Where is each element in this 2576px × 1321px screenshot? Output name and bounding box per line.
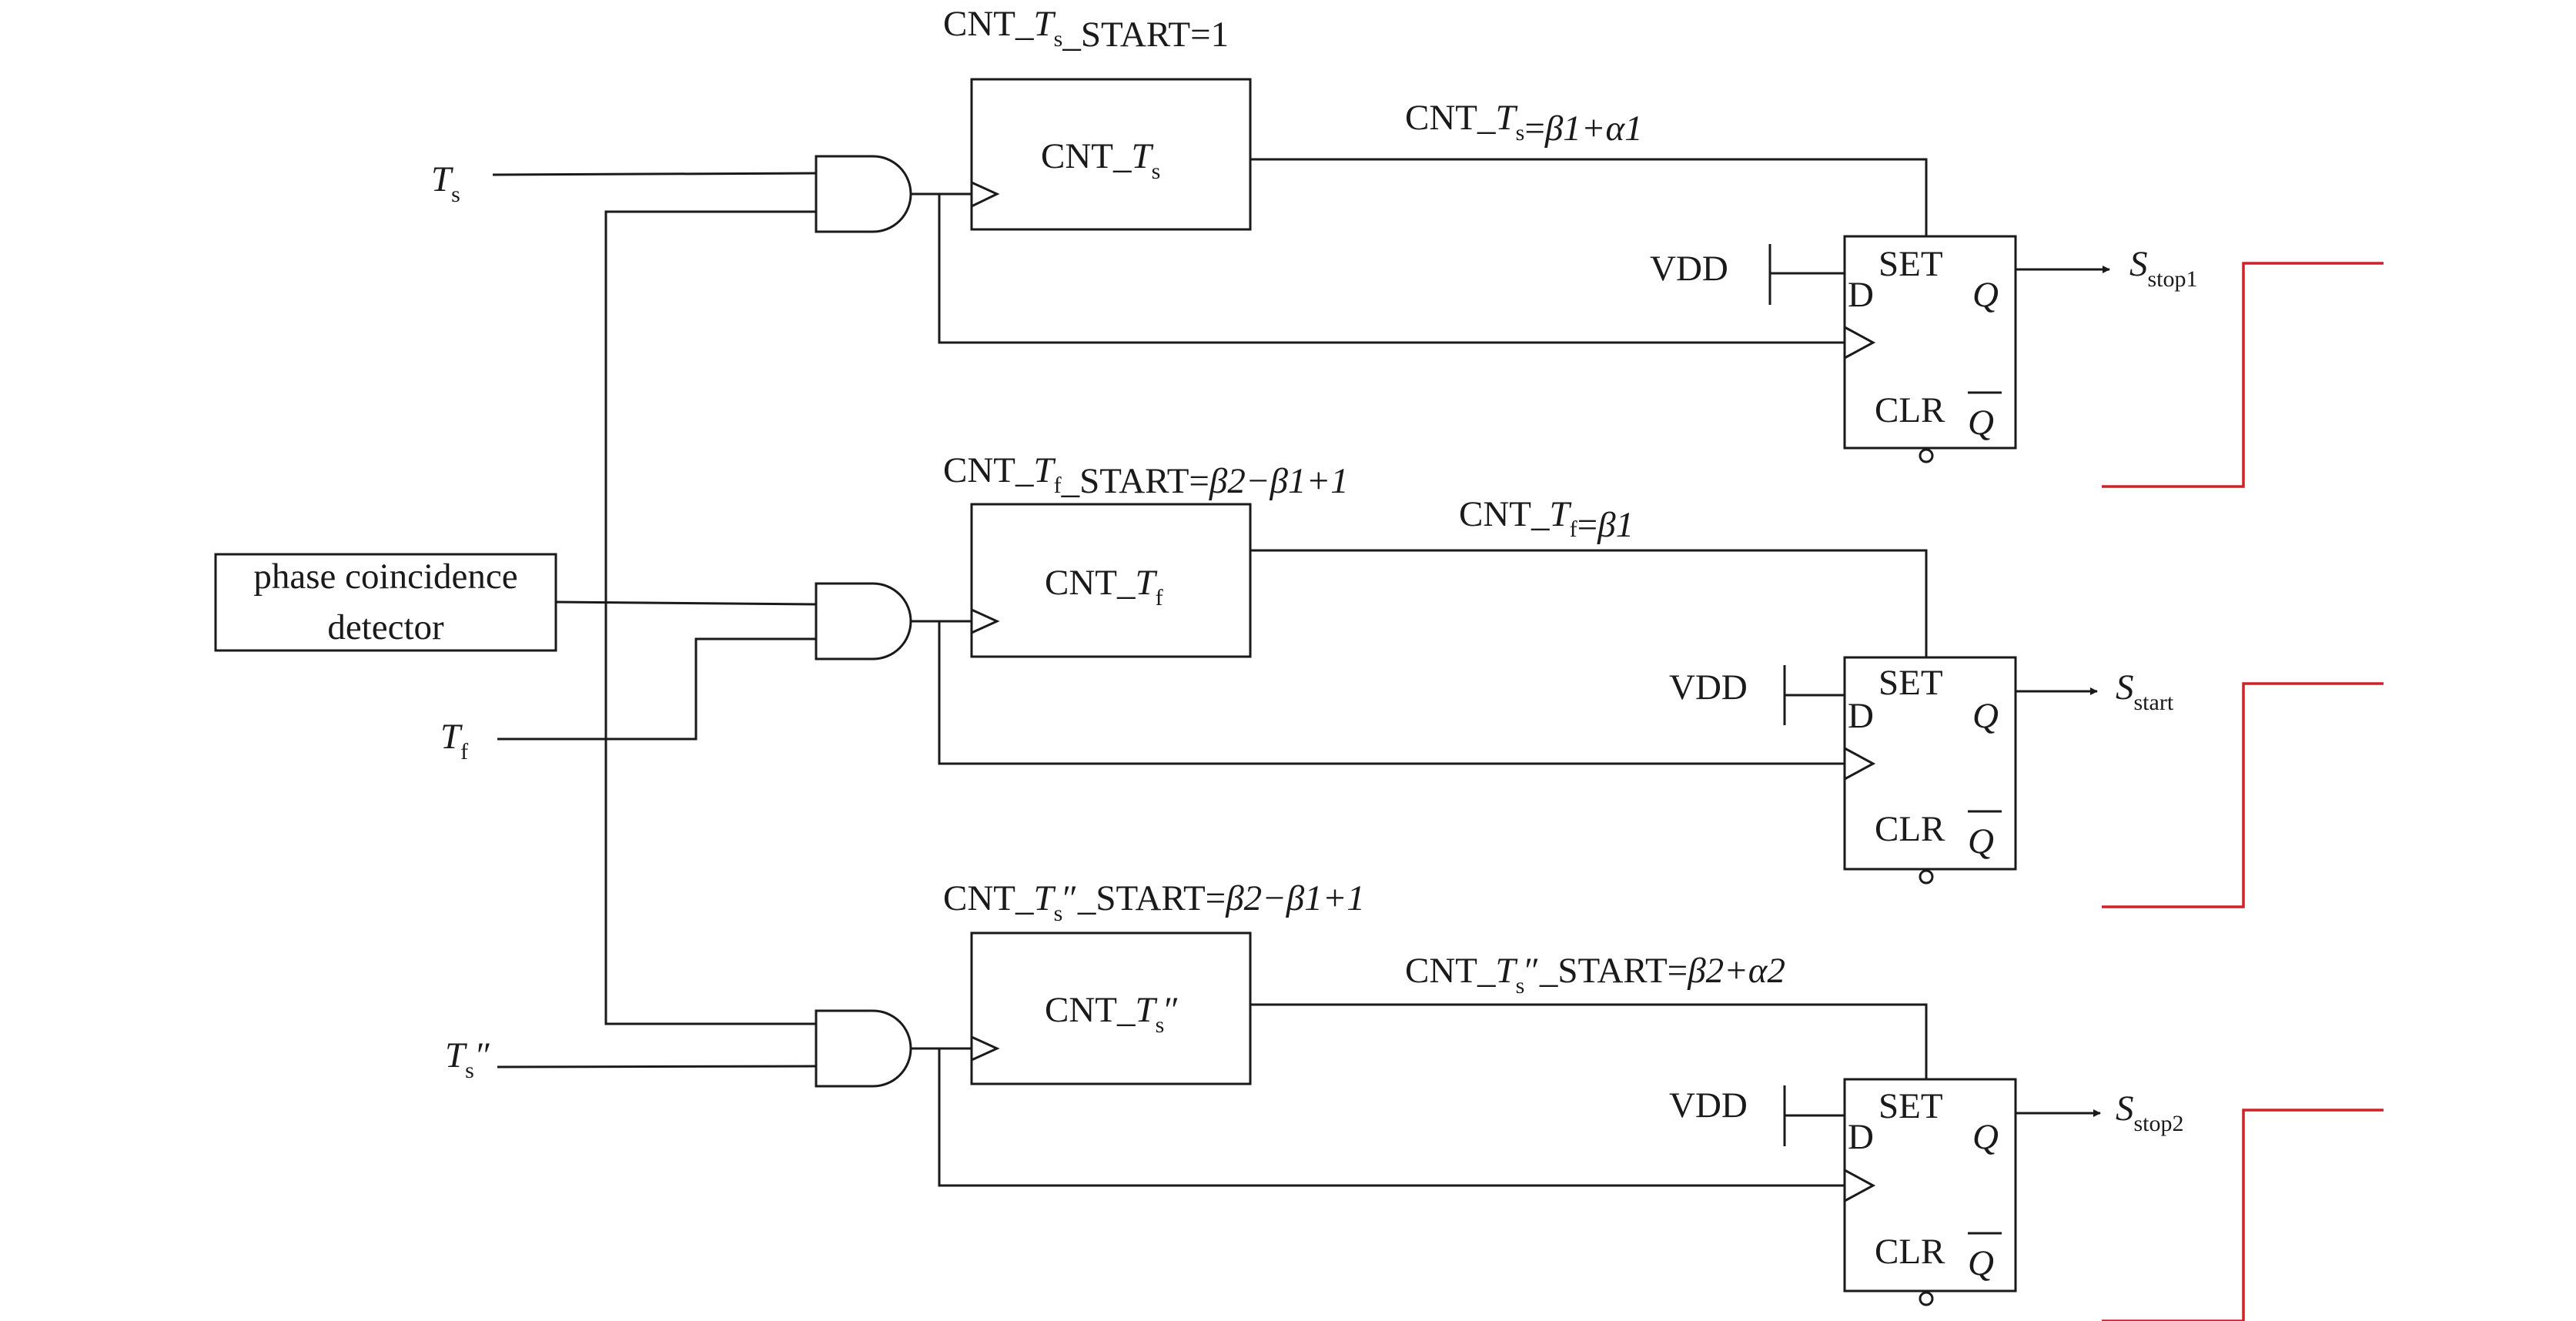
row-stop2: CNT_Ts″ CNT_Ts″_START=β2−β1+1 CNT_Ts″_ST… xyxy=(815,878,2384,1321)
d-label-1: D xyxy=(1848,275,1874,315)
vdd-label-3: VDD xyxy=(1669,1085,1748,1125)
phase-coincidence-detector-box xyxy=(214,553,557,652)
output-label-stop1: Sstop1 xyxy=(2129,244,2198,292)
condition-label-ts-double-prime: CNT_Ts″_START=β2+α2 xyxy=(1405,951,1785,998)
counter-ts-box xyxy=(970,78,1252,231)
set-label-2: SET xyxy=(1878,663,1943,703)
condition-label-ts: CNT_Ts=β1+α1 xyxy=(1405,98,1643,149)
and-gate-1 xyxy=(815,155,912,233)
counter-tf-box xyxy=(970,503,1252,658)
row-stop1: CNT_Ts CNT_Ts_START=1 CNT_Ts=β1+α1 VDD D… xyxy=(815,4,2384,488)
clr-label-1: CLR xyxy=(1875,390,1945,430)
detector-label-line1: phase coincidence xyxy=(253,557,517,597)
vdd-label-1: VDD xyxy=(1650,249,1728,289)
d-label-2: D xyxy=(1848,696,1874,736)
output-label-stop2: Sstop2 xyxy=(2116,1089,2184,1136)
vdd-label-2: VDD xyxy=(1669,667,1748,707)
start-label-ts-double-prime: CNT_Ts″_START=β2−β1+1 xyxy=(943,878,1365,926)
input-label-ts-double-prime: Ts″ xyxy=(445,1035,490,1083)
and-gate-3 xyxy=(815,1009,912,1088)
counter-tf-label: CNT_Tf xyxy=(1045,563,1163,610)
d-label-3: D xyxy=(1848,1117,1874,1157)
detector-label-line2: detector xyxy=(327,607,444,647)
output-label-start: Sstart xyxy=(2116,667,2174,715)
row-start: CNT_Tf CNT_Tf_START=β2−β1+1 CNT_Tf=β1 VD… xyxy=(815,450,2384,908)
q-label-2: Q xyxy=(1972,696,1999,736)
set-label-3: SET xyxy=(1878,1086,1943,1126)
counter-ts-double-prime-label: CNT_Ts″ xyxy=(1045,990,1179,1038)
set-label-1: SET xyxy=(1878,244,1943,284)
q-label-3: Q xyxy=(1972,1117,1999,1157)
input-wiring xyxy=(492,172,817,1069)
qbar-label-3: Q xyxy=(1968,1243,1994,1283)
input-label-ts: Ts xyxy=(431,159,460,207)
waveform-start xyxy=(2102,682,2384,908)
clr-label-3: CLR xyxy=(1875,1232,1945,1272)
counter-ts-double-prime-box xyxy=(970,931,1252,1085)
qbar-label-1: Q xyxy=(1968,403,1994,443)
condition-label-tf: CNT_Tf=β1 xyxy=(1459,494,1634,545)
start-label-tf: CNT_Tf_START=β2−β1+1 xyxy=(943,450,1349,501)
waveform-stop2 xyxy=(2102,1109,2384,1321)
q-label-1: Q xyxy=(1972,275,1999,315)
start-label-ts: CNT_Ts_START=1 xyxy=(943,4,1229,55)
waveform-stop1 xyxy=(2102,262,2384,488)
counter-ts-label: CNT_Ts xyxy=(1041,136,1160,184)
qbar-label-2: Q xyxy=(1968,821,1994,861)
input-label-tf: Tf xyxy=(440,717,468,764)
and-gate-2 xyxy=(815,582,912,660)
clr-label-2: CLR xyxy=(1875,809,1945,849)
